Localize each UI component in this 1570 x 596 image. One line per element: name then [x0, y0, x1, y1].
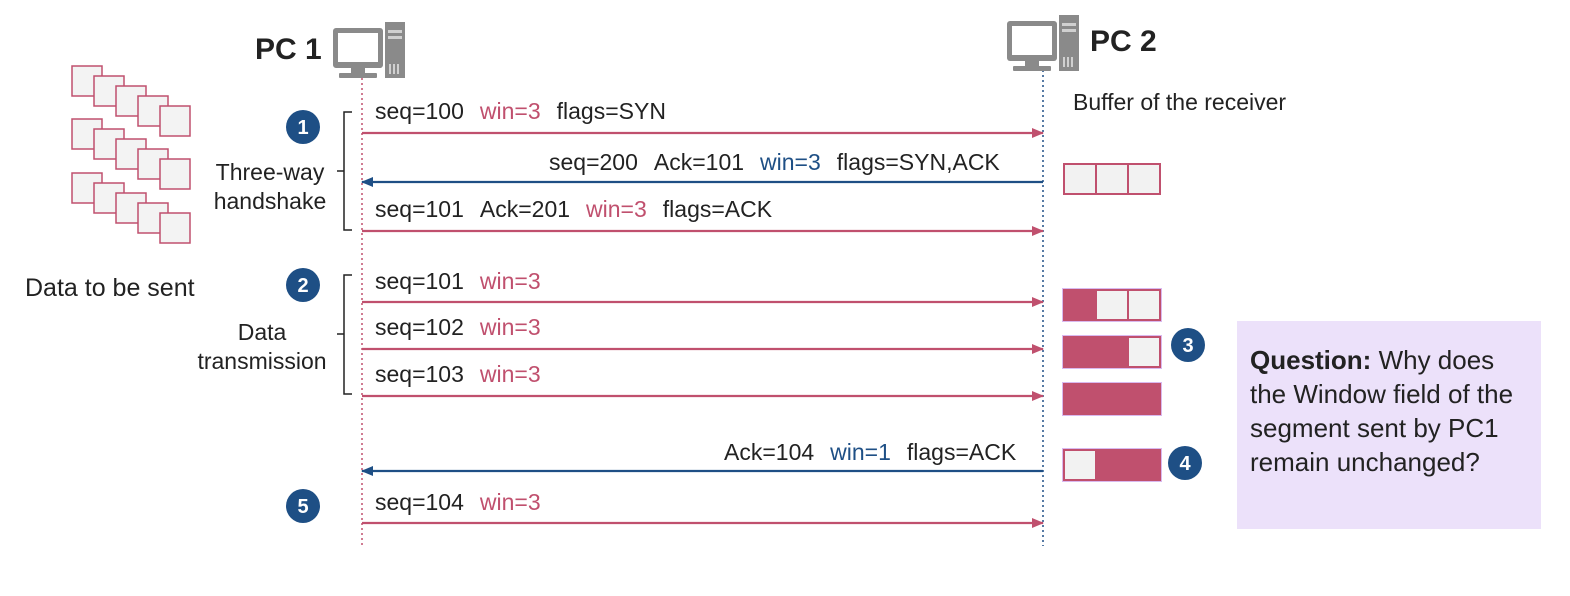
step-badge-2: 2: [286, 268, 320, 302]
message-field: Ack=104: [724, 439, 815, 465]
computer-icon: [1007, 15, 1079, 71]
message-field: seq=103: [375, 361, 464, 387]
handshake-label-line2: handshake: [213, 188, 327, 214]
message-field: seq=104: [375, 489, 464, 515]
data-page-icon: [159, 105, 191, 137]
handshake-label: Three-way handshake: [205, 158, 335, 216]
question-body: Why does the Window field of the segment…: [1250, 345, 1514, 477]
buffer-cell-filled: [1095, 383, 1129, 415]
data-page-icon: [159, 212, 191, 244]
handshake-label-line1: Three-way: [215, 159, 325, 185]
buffer-cell-filled: [1095, 449, 1129, 481]
message-label: seq=101 Ack=201 win=3 flags=ACK: [375, 198, 772, 221]
step-number: 5: [297, 496, 308, 518]
message-field: Ack=101: [653, 149, 745, 175]
message-label: seq=104 win=3: [375, 491, 541, 514]
step-badge-1: 1: [286, 110, 320, 144]
buffer-cell-filled: [1063, 383, 1097, 415]
step-number: 1: [297, 117, 308, 139]
question-box: Question: Why does the Window field of t…: [1237, 321, 1541, 529]
message-field: win=3: [479, 98, 541, 124]
data-stack-icon: [71, 65, 191, 244]
message-field: seq=101: [375, 268, 464, 294]
buffer-cell-empty: [1063, 449, 1097, 481]
buffer-cell-empty: [1127, 163, 1161, 195]
message-field: flags=ACK: [906, 439, 1017, 465]
computer-icon: [333, 22, 405, 78]
question-text: Question: Why does the Window field of t…: [1250, 343, 1535, 479]
receiver-buffer: [1063, 163, 1161, 195]
step-badge-4: 4: [1168, 446, 1202, 480]
message-label: Ack=104 win=1 flags=ACK: [724, 441, 1016, 464]
receiver-buffer: [1062, 448, 1162, 482]
step-number: 3: [1182, 335, 1193, 357]
pc2-label: PC 2: [1090, 25, 1157, 58]
step-number: 4: [1179, 453, 1191, 475]
buffer-cell-filled: [1127, 383, 1161, 415]
buffer-cell-filled: [1063, 336, 1097, 368]
message-field: win=3: [479, 268, 541, 294]
message-field: seq=100: [375, 98, 464, 124]
message-field: win=3: [479, 314, 541, 340]
message-field: win=3: [479, 361, 541, 387]
message-label: seq=103 win=3: [375, 363, 541, 386]
receiver-buffer: [1062, 288, 1162, 322]
message-field: flags=SYN,ACK: [836, 149, 1000, 175]
buffer-cell-empty: [1095, 289, 1129, 321]
message-field: seq=101: [375, 196, 464, 222]
message-field: win=3: [479, 489, 541, 515]
receiver-buffer: [1062, 335, 1162, 369]
question-label: Question:: [1250, 345, 1372, 375]
message-field: flags=SYN: [556, 98, 666, 124]
message-field: flags=ACK: [662, 196, 773, 222]
buffer-cell-empty: [1063, 163, 1097, 195]
transmission-bracket: [337, 274, 352, 395]
message-label: seq=102 win=3: [375, 316, 541, 339]
transmission-label-line1: Data: [237, 319, 287, 345]
message-field: win=3: [586, 196, 647, 222]
step-badge-5: 5: [286, 489, 320, 523]
buffer-cell-empty: [1095, 163, 1129, 195]
pc1-label: PC 1: [255, 33, 322, 66]
receiver-buffer: [1062, 382, 1162, 416]
buffer-cell-filled: [1063, 289, 1097, 321]
step-badge-3: 3: [1171, 328, 1205, 362]
transmission-label: Data transmission: [192, 318, 332, 376]
message-label: seq=200 Ack=101 win=3 flags=SYN,ACK: [549, 151, 1000, 174]
buffer-cell-filled: [1127, 449, 1161, 481]
buffer-cell-filled: [1095, 336, 1129, 368]
message-label: seq=101 win=3: [375, 270, 541, 293]
message-label: seq=100 win=3 flags=SYN: [375, 100, 666, 123]
message-field: seq=200: [549, 149, 638, 175]
data-to-send-label: Data to be sent: [25, 274, 195, 302]
buffer-title: Buffer of the receiver: [1073, 89, 1287, 115]
step-number: 2: [297, 275, 308, 297]
message-field: win=3: [760, 149, 821, 175]
buffer-cell-empty: [1127, 336, 1161, 368]
transmission-label-line2: transmission: [197, 348, 327, 374]
handshake-bracket: [337, 111, 352, 231]
buffer-cell-empty: [1127, 289, 1161, 321]
message-field: seq=102: [375, 314, 464, 340]
message-field: Ack=201: [479, 196, 571, 222]
message-field: win=1: [830, 439, 891, 465]
data-page-icon: [159, 158, 191, 190]
